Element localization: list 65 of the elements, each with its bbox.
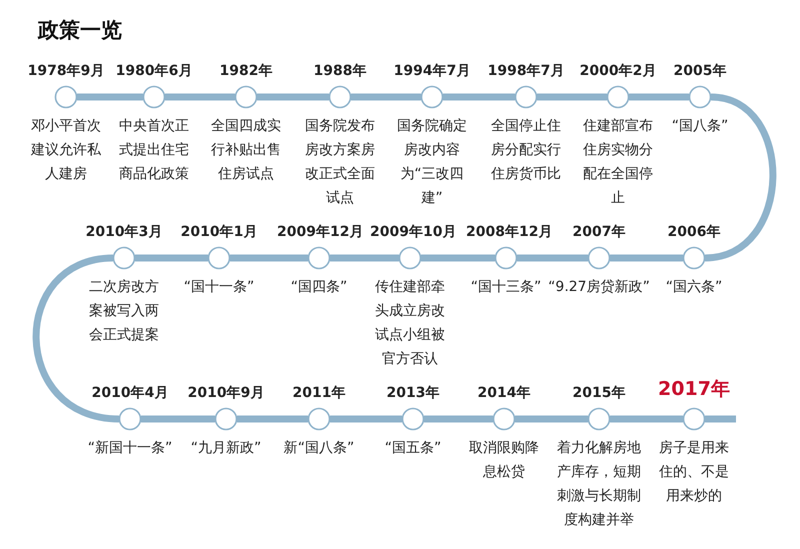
date-label: 2010年1月 [180,223,258,242]
event-text: 邓小平首次建议允许私人建房 [30,117,102,184]
timeline-line [351,94,421,100]
timeline-line [704,94,776,262]
timeline-line [421,254,495,262]
timeline-line [705,416,736,422]
timeline-line [237,416,308,422]
timeline-line [517,254,588,262]
date-label: 2007年 [572,223,626,242]
timeline-line [330,254,399,262]
date-label: 2006年 [666,223,722,242]
event-text: “国八条” [670,117,730,136]
event-text: “国五条” [384,439,442,458]
date-label: 2015年 [572,384,626,403]
date-label: 2010年4月 [90,384,170,403]
date-label: 2013年 [386,384,440,403]
event-text: 全国停止住房分配实行住房货币比 [490,117,562,184]
date-label: 2005年 [672,62,728,81]
event-text: 全国四成实行补贴出售住房试点 [210,117,282,184]
timeline-line [230,254,308,262]
timeline-line [537,94,607,100]
timeline-line [610,416,683,422]
event-text: “国四条” [290,278,348,297]
event-text: “新国十一条” [86,439,174,458]
timeline-line [141,416,215,422]
event-text: 新“国八条” [282,439,356,458]
date-label: 1980年6月 [114,62,194,81]
date-label: 1982年 [218,62,274,81]
timeline-line [135,254,208,262]
event-text: 传住建部牵头成立房改试点小组被官方否认 [374,278,446,369]
timeline-line [515,416,588,422]
timeline-line [330,416,402,422]
event-text: 中央首次正式提出住宅商品化政策 [118,117,190,184]
timeline-line [610,254,683,262]
date-label: 1978年9月 [26,62,106,81]
date-label: 1998年7月 [486,62,566,81]
event-text: 取消限购降息松贷 [468,439,540,482]
date-label: 2010年9月 [186,384,266,403]
timeline-line [32,254,120,422]
event-text: “九月新政” [190,439,262,458]
date-label: 2017年 [657,379,731,399]
date-label: 2000年2月 [578,62,658,81]
date-label: 1988年 [312,62,368,81]
event-text: “国六条” [664,278,724,297]
event-text: “国十一条” [182,278,256,297]
event-text: 着力化解房地产库存，短期刺激与长期制度构建并举 [556,439,642,530]
date-label: 2014年 [476,384,532,403]
timeline-line [257,94,329,100]
timeline-line [424,416,493,422]
date-label: 2010年3月 [84,223,164,242]
event-text: 住建部宣布住房实物分配在全国停止 [582,117,654,208]
date-label: 2009年12月 [277,223,361,242]
event-text: 二次房改方案被写入两会正式提案 [88,278,160,345]
timeline-line [629,94,689,100]
event-text: 国务院确定房改内容为“三改四建” [396,117,468,208]
date-label: 1994年7月 [392,62,472,81]
title: 政策一览 [38,17,122,44]
event-text: “国十三条” [470,278,542,297]
timeline-line [443,94,515,100]
timeline-line [165,94,235,100]
timeline-line [77,94,143,100]
event-text: 国务院发布房改方案房改正式全面试点 [304,117,376,208]
date-label: 2011年 [292,384,346,403]
event-text: “9.27房贷新政” [547,278,651,297]
event-text: 房子是用来住的、不是用来炒的 [658,439,730,506]
